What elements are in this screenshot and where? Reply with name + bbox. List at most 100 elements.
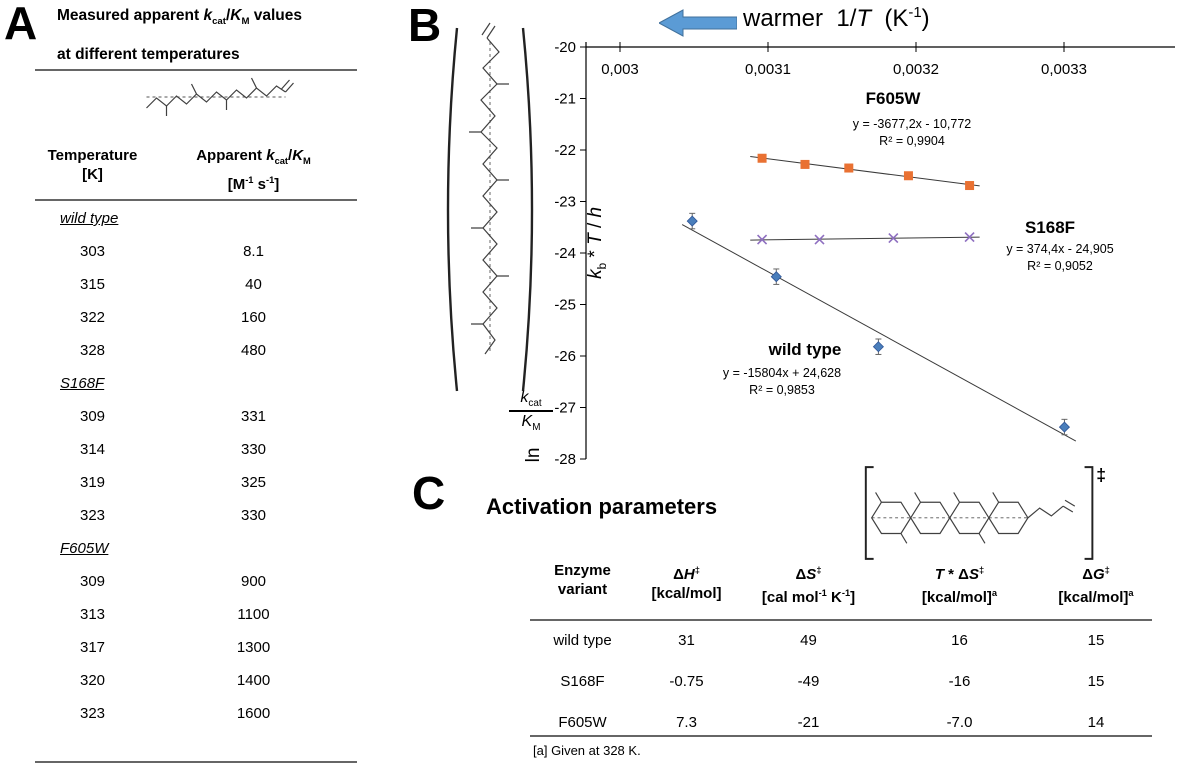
table-row: F605W 7.3 -21 -7.0 14 bbox=[530, 709, 1152, 750]
table-cell: wild type bbox=[553, 632, 612, 649]
table-cell: 322 bbox=[79, 309, 106, 326]
table-cell: 309 bbox=[79, 408, 106, 425]
table-cell: 309 bbox=[79, 573, 106, 590]
table-cell: 480 bbox=[240, 342, 267, 359]
x-tick-label: 0,0031 bbox=[745, 61, 791, 78]
y-axis-label-fraction: kcat KM bbox=[505, 389, 557, 433]
data-point bbox=[757, 153, 767, 163]
table-cell: 1600 bbox=[236, 705, 271, 722]
series-label-f605w: F605W bbox=[865, 89, 921, 108]
trendline bbox=[750, 236, 980, 241]
table-row: 323 1600 bbox=[35, 697, 357, 730]
data-point bbox=[965, 181, 975, 191]
panel-c-title: Activation parameters bbox=[486, 494, 718, 519]
panel-c-label: C bbox=[412, 467, 446, 519]
table-cell: 303 bbox=[79, 243, 106, 260]
y-tick-label: -24 bbox=[554, 245, 576, 262]
column-header: ΔG‡[kcal/mol]a bbox=[1058, 565, 1134, 606]
series-wild-type bbox=[681, 212, 1077, 442]
table-cell: 313 bbox=[79, 606, 106, 623]
data-point bbox=[770, 271, 782, 283]
table-row: 303 8.1 bbox=[35, 235, 357, 268]
column-header-kcat-km: Apparent kcat/KM[M-1 s-1] bbox=[196, 147, 311, 193]
fraction-numerator: kcat bbox=[520, 389, 542, 410]
table-cell: -49 bbox=[797, 673, 820, 690]
y-tick-label: -27 bbox=[554, 400, 576, 417]
table-row: 328 480 bbox=[35, 334, 357, 367]
table-row: 309 331 bbox=[35, 400, 357, 433]
data-point bbox=[686, 215, 698, 227]
substrate-structure-vertical bbox=[446, 22, 534, 392]
divider bbox=[530, 735, 1152, 737]
table-cell: 7.3 bbox=[676, 714, 697, 731]
panel-a-title-line2: at different temperatures bbox=[57, 46, 240, 63]
table-cell: -0.75 bbox=[669, 673, 704, 690]
equation-f605w: y = -3677,2x - 10,772 bbox=[852, 117, 972, 131]
column-header: ΔS‡[cal mol-1 K-1] bbox=[761, 565, 856, 606]
table-cell: 331 bbox=[240, 408, 267, 425]
transition-state-structure: ‡ bbox=[864, 465, 1106, 560]
table-cell: 16 bbox=[951, 632, 968, 649]
table-cell: F605W bbox=[558, 714, 607, 731]
table-cell: 31 bbox=[678, 632, 695, 649]
y-tick-label: -22 bbox=[554, 142, 576, 159]
data-point bbox=[1058, 421, 1071, 433]
equation-wild-type: y = -15804x + 24,628 bbox=[722, 366, 842, 380]
data-point bbox=[844, 163, 854, 173]
data-point bbox=[872, 341, 884, 353]
table-cell: -21 bbox=[797, 714, 820, 731]
table-cell: 328 bbox=[79, 342, 106, 359]
series-f605w bbox=[750, 153, 980, 191]
r2-s168f: R² = 0,9052 bbox=[1027, 259, 1093, 273]
trendline bbox=[681, 224, 1077, 442]
table-cell: 1300 bbox=[236, 639, 271, 656]
group-label: wild type bbox=[60, 210, 119, 227]
r2-f605w: R² = 0,9904 bbox=[879, 134, 945, 148]
x-axis-title: warmer 1/T (K-1) bbox=[743, 5, 930, 32]
fraction-bar bbox=[509, 410, 553, 412]
data-point bbox=[903, 171, 913, 181]
series-label-s168f: S168F bbox=[1024, 218, 1076, 237]
y-tick-label: -26 bbox=[554, 348, 576, 365]
table-cell: 317 bbox=[79, 639, 106, 656]
group-label: S168F bbox=[60, 375, 105, 392]
table-cell: 49 bbox=[800, 632, 817, 649]
table-cell: 14 bbox=[1087, 714, 1105, 731]
y-tick-label: -23 bbox=[554, 194, 576, 211]
table-cell: 160 bbox=[240, 309, 267, 326]
panel-a-label: A bbox=[4, 0, 38, 49]
table-cell: 319 bbox=[79, 474, 106, 491]
divider bbox=[35, 69, 357, 71]
y-tick-label: -28 bbox=[554, 451, 576, 468]
table-cell: 323 bbox=[79, 705, 106, 722]
table-cell: 8.1 bbox=[243, 243, 264, 260]
squalene-structure bbox=[146, 77, 294, 116]
column-header: T * ΔS‡[kcal/mol]a bbox=[921, 565, 998, 606]
trendline bbox=[750, 156, 980, 187]
y-tick-label: -21 bbox=[554, 91, 576, 108]
y-tick-label: -25 bbox=[554, 297, 576, 314]
series-s168f bbox=[750, 231, 980, 245]
x-tick-label: 0,0032 bbox=[893, 61, 939, 78]
temperature-table-header: Temperature[K] Apparent kcat/KM[M-1 s-1] bbox=[35, 146, 357, 194]
table-cell: 40 bbox=[245, 276, 262, 293]
panel-b-label: B bbox=[408, 0, 442, 51]
table-cell: -7.0 bbox=[946, 714, 973, 731]
warmer-arrow-icon bbox=[659, 9, 737, 37]
table-footnote: [a] Given at 328 K. bbox=[533, 743, 641, 758]
divider bbox=[530, 619, 1152, 621]
